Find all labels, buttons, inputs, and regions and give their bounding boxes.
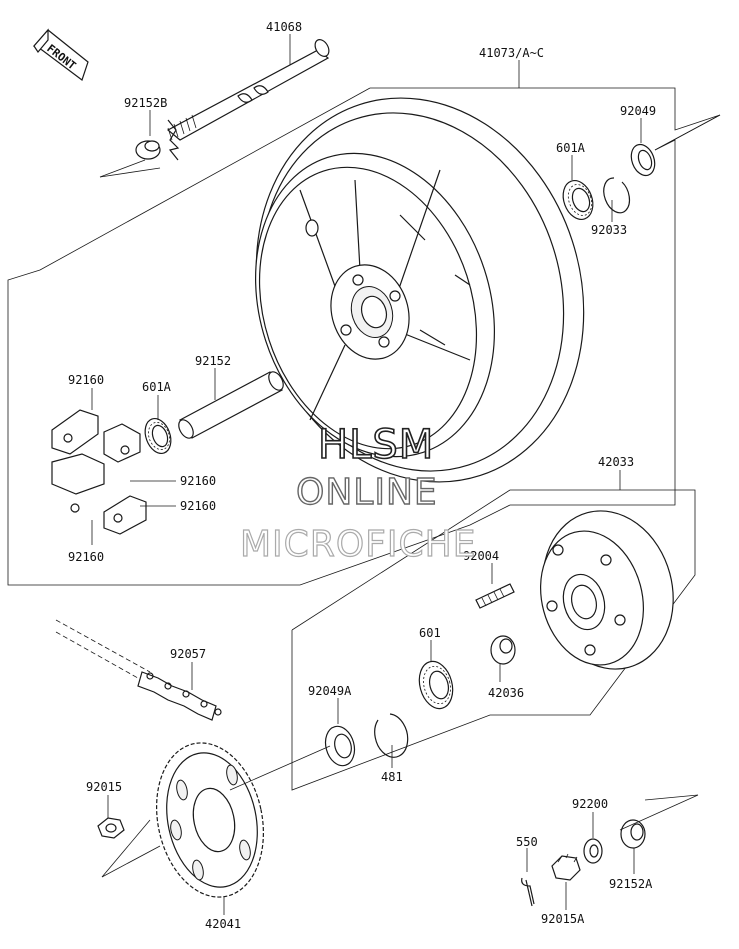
label-481: 481 bbox=[381, 770, 403, 784]
label-92004: 92004 bbox=[463, 549, 499, 563]
label-42033: 42033 bbox=[598, 455, 634, 469]
label-92152B: 92152B bbox=[124, 96, 167, 110]
label-42036: 42036 bbox=[488, 686, 524, 700]
washer-92200 bbox=[583, 838, 603, 864]
nut-92015 bbox=[97, 817, 125, 839]
front-arrow-icon: FRONT bbox=[33, 28, 89, 81]
label-92160-c: 92160 bbox=[180, 499, 216, 513]
dampers-92160 bbox=[51, 409, 147, 535]
label-92160-d: 92160 bbox=[68, 550, 104, 564]
label-92160-b: 92160 bbox=[180, 474, 216, 488]
castle-nut-92015A bbox=[551, 853, 581, 881]
seal-92049A bbox=[324, 725, 356, 767]
wheel-frame bbox=[7, 87, 721, 586]
rear-wheel bbox=[255, 97, 585, 483]
label-601: 601 bbox=[419, 626, 441, 640]
bearing-601A-top bbox=[562, 180, 594, 220]
label-42041: 42041 bbox=[205, 917, 241, 931]
axle bbox=[166, 39, 330, 161]
label-601A-left: 601A bbox=[142, 380, 172, 394]
label-92160-a: 92160 bbox=[68, 373, 104, 387]
circlip-481 bbox=[374, 713, 409, 758]
collar-42036 bbox=[490, 635, 516, 665]
label-41068: 41068 bbox=[266, 20, 302, 34]
watermark-line1: HLSM bbox=[318, 422, 434, 468]
bearing-601 bbox=[418, 660, 454, 710]
label-92049A: 92049A bbox=[308, 684, 352, 698]
circlip-92033 bbox=[603, 177, 631, 214]
stud-92004 bbox=[475, 583, 515, 609]
axle-leader-left bbox=[99, 167, 161, 178]
label-92152: 92152 bbox=[195, 354, 231, 368]
sprocket-hub bbox=[539, 510, 674, 670]
label-92015: 92015 bbox=[86, 780, 122, 794]
rear-sprocket bbox=[156, 742, 264, 898]
watermark-line3: MICROFICHE bbox=[240, 524, 476, 565]
label-92033: 92033 bbox=[591, 223, 627, 237]
label-601A-top: 601A bbox=[556, 141, 586, 155]
watermark-line2: ONLINE bbox=[296, 472, 438, 513]
cotter-pin-550 bbox=[521, 877, 535, 907]
label-92200: 92200 bbox=[572, 797, 608, 811]
label-92057: 92057 bbox=[170, 647, 206, 661]
collar-92152 bbox=[178, 371, 284, 439]
label-550: 550 bbox=[516, 835, 538, 849]
seal-92049 bbox=[630, 143, 656, 177]
label-92015A: 92015A bbox=[541, 912, 585, 926]
drive-chain bbox=[55, 619, 222, 721]
label-92049: 92049 bbox=[620, 104, 656, 118]
collar-92152B bbox=[135, 140, 161, 160]
axle-thread bbox=[167, 114, 197, 141]
label-41073: 41073/A~C bbox=[479, 46, 544, 60]
label-92152A: 92152A bbox=[609, 877, 653, 891]
bearing-601A-left bbox=[144, 417, 172, 455]
